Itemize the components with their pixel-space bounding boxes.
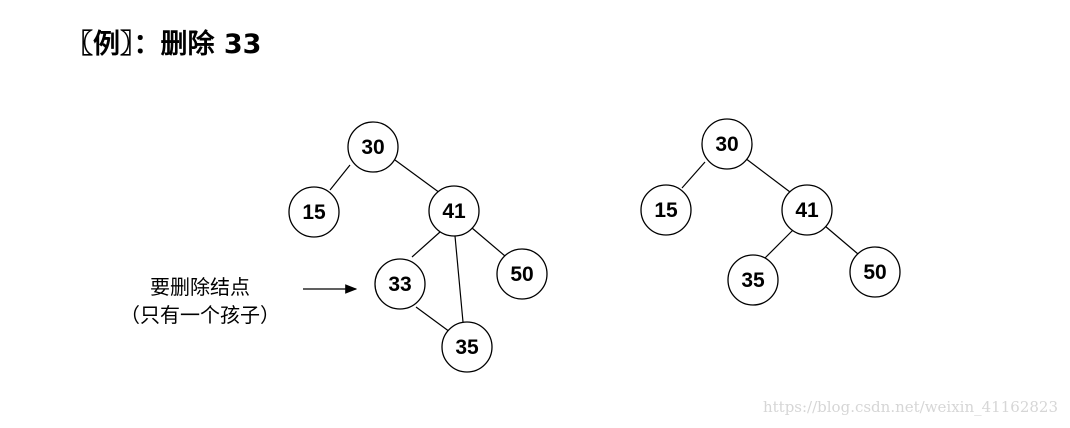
node-label: 33 (388, 273, 411, 296)
before-tree-nodes: 30 15 41 33 50 35 (288, 121, 548, 373)
edge-41-35 (454, 235, 464, 323)
tree-node: 35 (441, 321, 493, 373)
tree-node: 35 (727, 254, 779, 306)
node-label: 15 (654, 199, 678, 222)
edge-30-15 (329, 164, 351, 191)
edge-30-41 (744, 157, 791, 193)
node-label: 41 (795, 199, 819, 222)
node-label: 35 (455, 336, 479, 359)
annotation-line-1: 要删除结点 (150, 275, 250, 299)
node-label: 30 (361, 136, 384, 159)
node-label: 15 (302, 201, 326, 224)
annotation-line-2: （只有一个孩子） (120, 303, 280, 327)
tree-node: 50 (496, 248, 548, 300)
node-label: 50 (510, 263, 533, 286)
watermark: https://blog.csdn.net/weixin_41162823 (762, 398, 1058, 416)
edge-41-50 (824, 225, 859, 255)
node-label: 35 (741, 269, 765, 292)
edge-30-15 (681, 161, 706, 189)
tree-node: 30 (701, 118, 753, 170)
before-tree-edges (329, 159, 506, 333)
after-tree-nodes: 30 15 41 35 50 (640, 118, 901, 306)
example-title: 〖例〗：删除 33 (66, 29, 262, 60)
edge-41-33 (411, 231, 441, 258)
tree-node: 41 (781, 184, 833, 236)
tree-node-to-delete: 33 (374, 258, 426, 310)
node-label: 30 (715, 133, 738, 156)
after-tree-edges (681, 157, 859, 259)
node-label: 41 (442, 200, 466, 223)
edge-33-35 (415, 306, 451, 333)
edge-30-41 (394, 159, 441, 194)
tree-node: 30 (347, 121, 399, 173)
tree-node: 41 (428, 185, 480, 237)
tree-node: 15 (640, 184, 692, 236)
edge-41-50 (471, 227, 506, 257)
tree-node: 15 (288, 186, 340, 238)
edge-41-35 (764, 227, 796, 259)
tree-node: 50 (849, 246, 901, 298)
node-label: 50 (863, 261, 886, 284)
